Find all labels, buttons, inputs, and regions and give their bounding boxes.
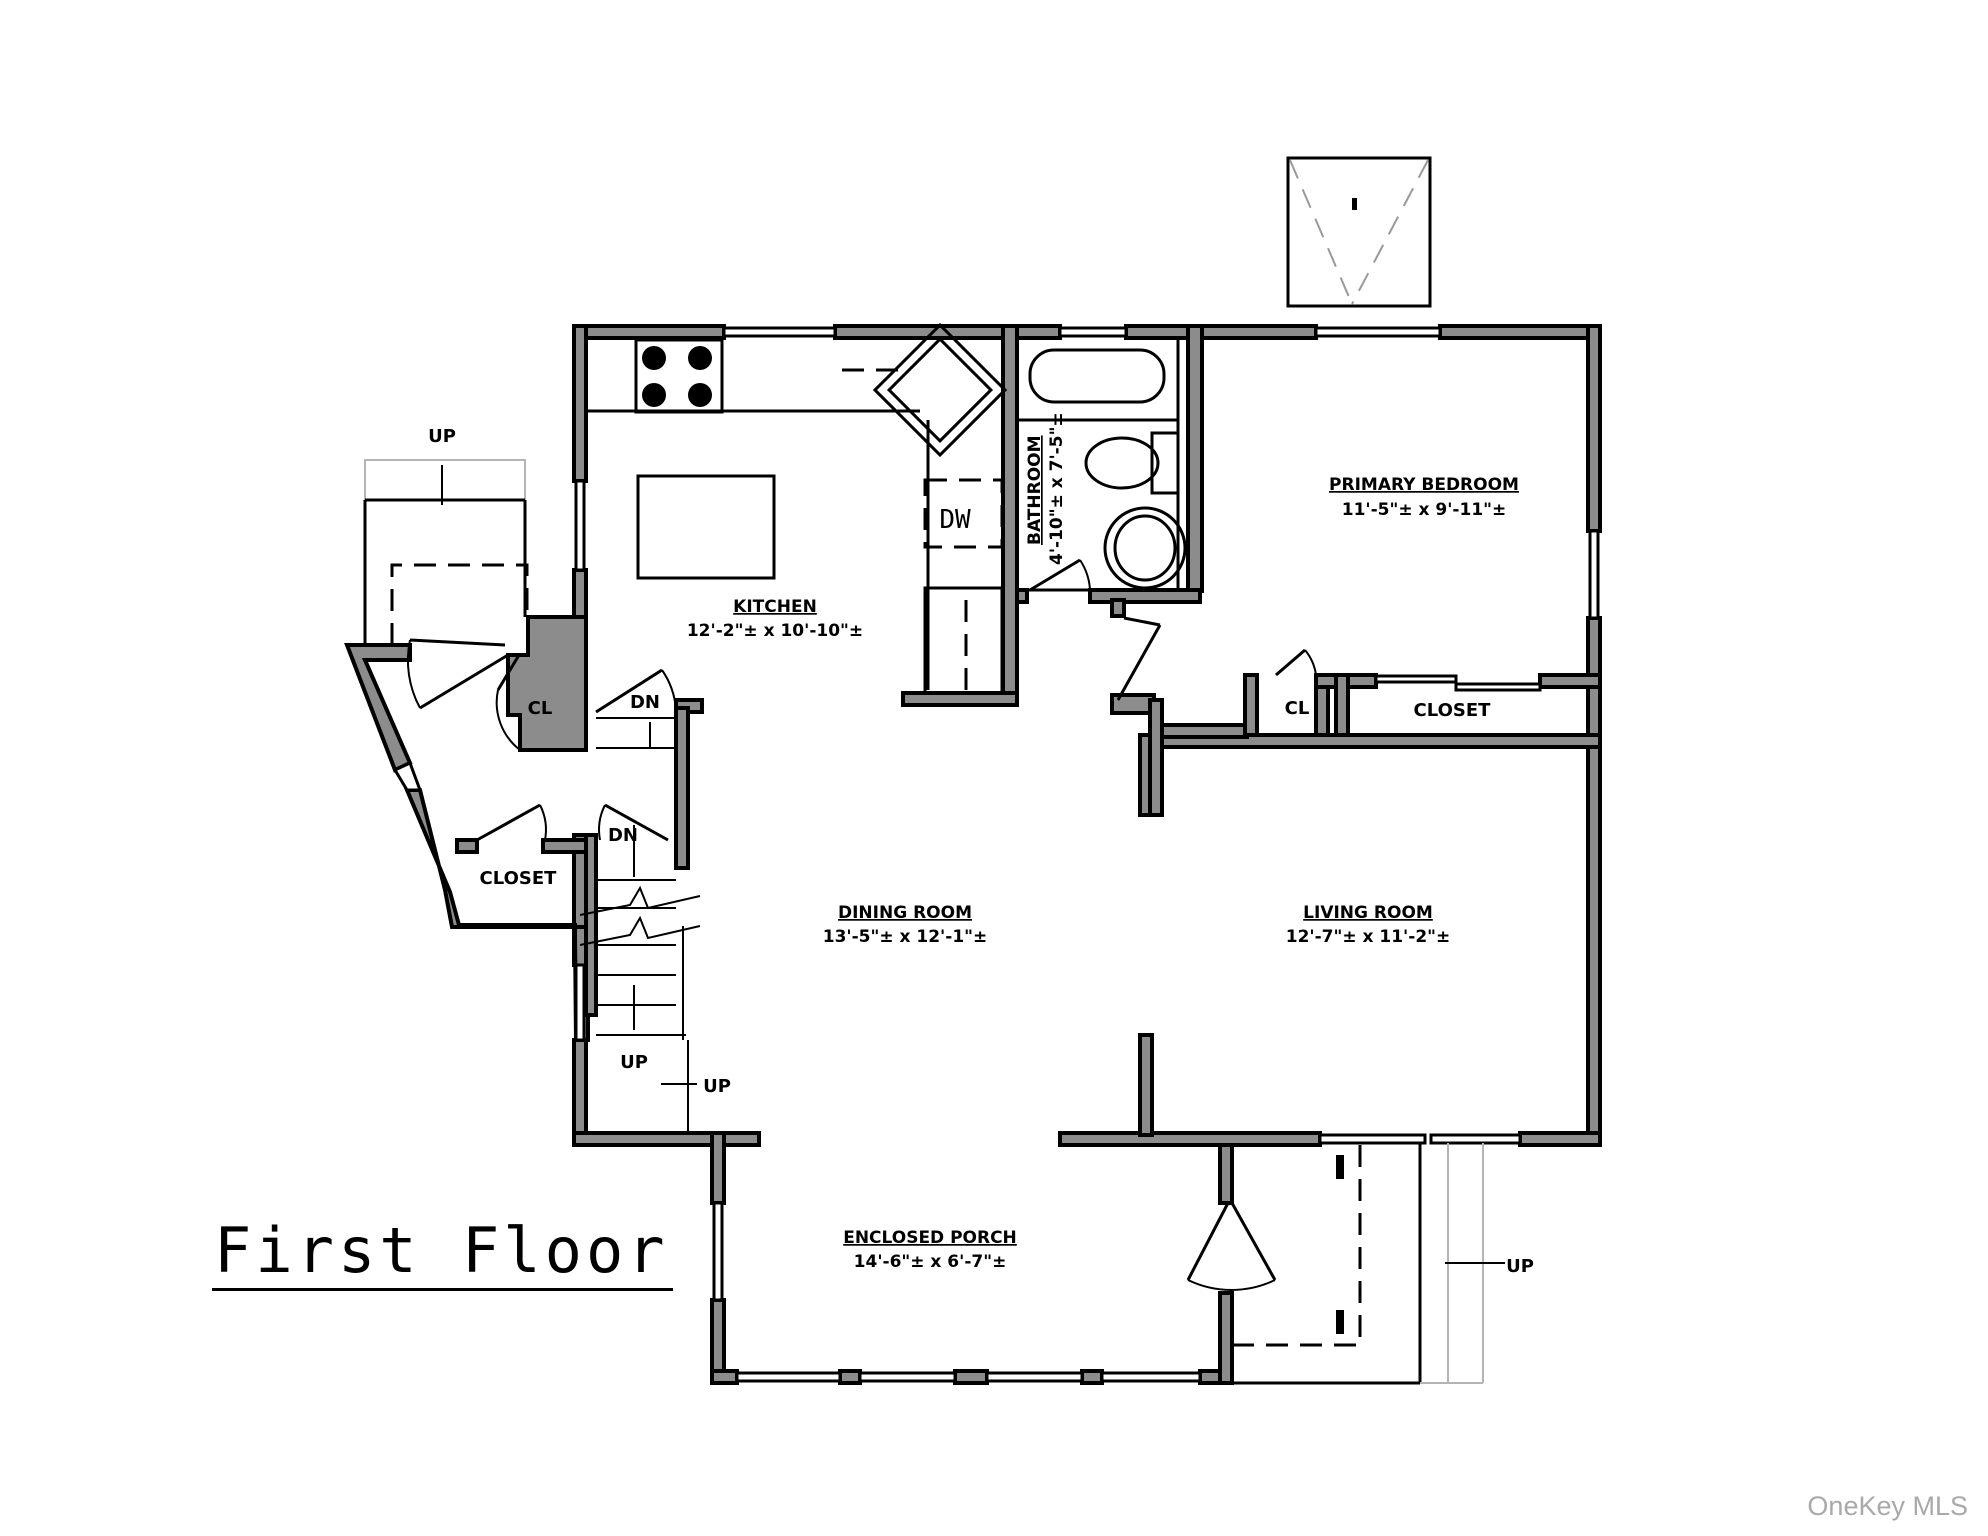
bathroom-name: BATHROOM — [1025, 435, 1045, 545]
primary-bedroom-name: PRIMARY BEDROOM — [1329, 475, 1519, 495]
cl-left-label: CL — [528, 698, 553, 719]
stairs — [363, 459, 1505, 1385]
kitchen-dims: 12'-2"± x 10'-10"± — [687, 621, 863, 641]
kitchen-fixtures — [586, 322, 1008, 695]
dishwasher-outline — [923, 478, 1004, 549]
kitchen-sink-icon — [872, 322, 1008, 458]
bathroom-label: BATHROOM 4'-10"± x 7'-5"± — [1025, 412, 1067, 565]
closet-left-label: CLOSET — [480, 868, 558, 889]
floor-title: First Floor — [212, 1220, 673, 1291]
bathroom-dims: 4'-10"± x 7'-5"± — [1047, 412, 1067, 565]
up-stair-label: UP — [620, 1052, 648, 1073]
watermark: OneKey MLS — [1807, 1491, 1968, 1521]
closet-bedroom-label: CLOSET — [1414, 700, 1492, 721]
primary-bedroom-dims: 11'-5"± x 9'-11"± — [1342, 500, 1507, 520]
up-entry-label: UP — [428, 426, 456, 447]
toilet-tank-icon — [1150, 431, 1180, 495]
doors — [406, 558, 1542, 1291]
enclosed-porch-dims: 14'-6"± x 6'-7"± — [854, 1252, 1007, 1272]
bathroom-sink-icon — [1103, 506, 1187, 590]
windows — [392, 326, 1600, 1383]
dn-top-label: DN — [630, 692, 660, 713]
dishwasher-label: DW — [939, 505, 971, 535]
burner-icon — [642, 383, 666, 407]
toilet-bowl-icon — [1084, 436, 1160, 490]
dining-room-dims: 13'-5"± x 12'-1"± — [823, 927, 988, 947]
room-labels: KITCHEN 12'-2"± x 10'-10"± BATHROOM 4'-1… — [428, 412, 1534, 1277]
chimney-outline — [1286, 156, 1432, 308]
burner-icon — [688, 346, 712, 370]
dining-room-name: DINING ROOM — [838, 903, 972, 923]
kitchen-island — [636, 474, 776, 580]
enclosed-porch-name: ENCLOSED PORCH — [843, 1228, 1017, 1248]
bathroom-fixtures — [1017, 338, 1187, 592]
dn-stair-label: DN — [608, 825, 638, 846]
burner-icon — [688, 383, 712, 407]
up-porch-label: UP — [1506, 1256, 1534, 1277]
kitchen-name: KITCHEN — [733, 597, 817, 617]
living-room-dims: 12'-7"± x 11'-2"± — [1286, 927, 1451, 947]
walls — [344, 324, 1602, 1385]
up-side-label: UP — [703, 1076, 731, 1097]
burner-icon — [642, 346, 666, 370]
cl-bedroom-label: CL — [1285, 698, 1310, 719]
bathtub-icon — [1028, 348, 1166, 404]
living-room-name: LIVING ROOM — [1303, 903, 1433, 923]
